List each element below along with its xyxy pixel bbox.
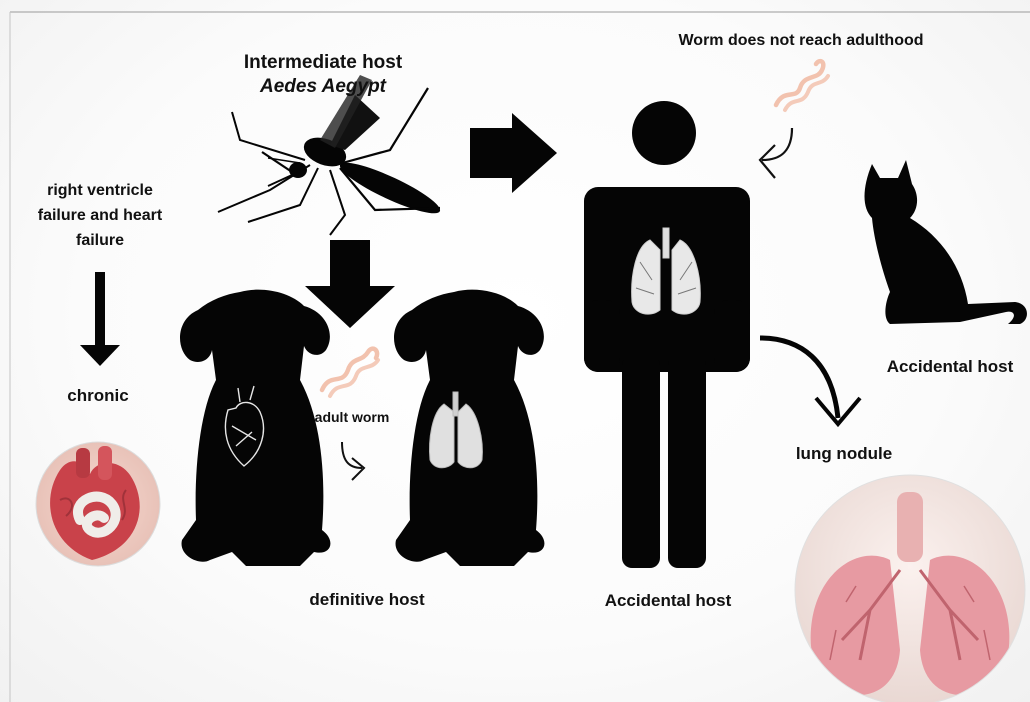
adult-worm-label: adult worm [315, 409, 390, 425]
curved-arrow-top [762, 128, 792, 160]
mosquito-icon [218, 75, 444, 235]
title: Intermediate host [244, 52, 402, 74]
heart-worm-illustration [36, 442, 160, 566]
right-ventricle-label: right ventricle failure and heart failur… [24, 178, 176, 253]
cat-silhouette-icon [865, 160, 1027, 324]
chronic-label: chronic [67, 386, 128, 406]
definitive-host-label: definitive host [309, 590, 424, 610]
curved-arrow-lung-nodule [760, 338, 838, 418]
lungs-illustration [795, 475, 1025, 702]
lung-nodule-label: lung nodule [796, 444, 892, 464]
right-arrow [470, 113, 557, 193]
subtitle: Aedes Aegypt [260, 76, 386, 98]
accidental-host-human-label: Accidental host [605, 591, 732, 611]
dog-silhouette-icon-left [180, 290, 330, 566]
down-arrow-chronic [80, 272, 120, 366]
accidental-host-cat-label: Accidental host [887, 357, 1014, 377]
worm-not-adult-label: Worm does not reach adulthood [678, 32, 923, 50]
